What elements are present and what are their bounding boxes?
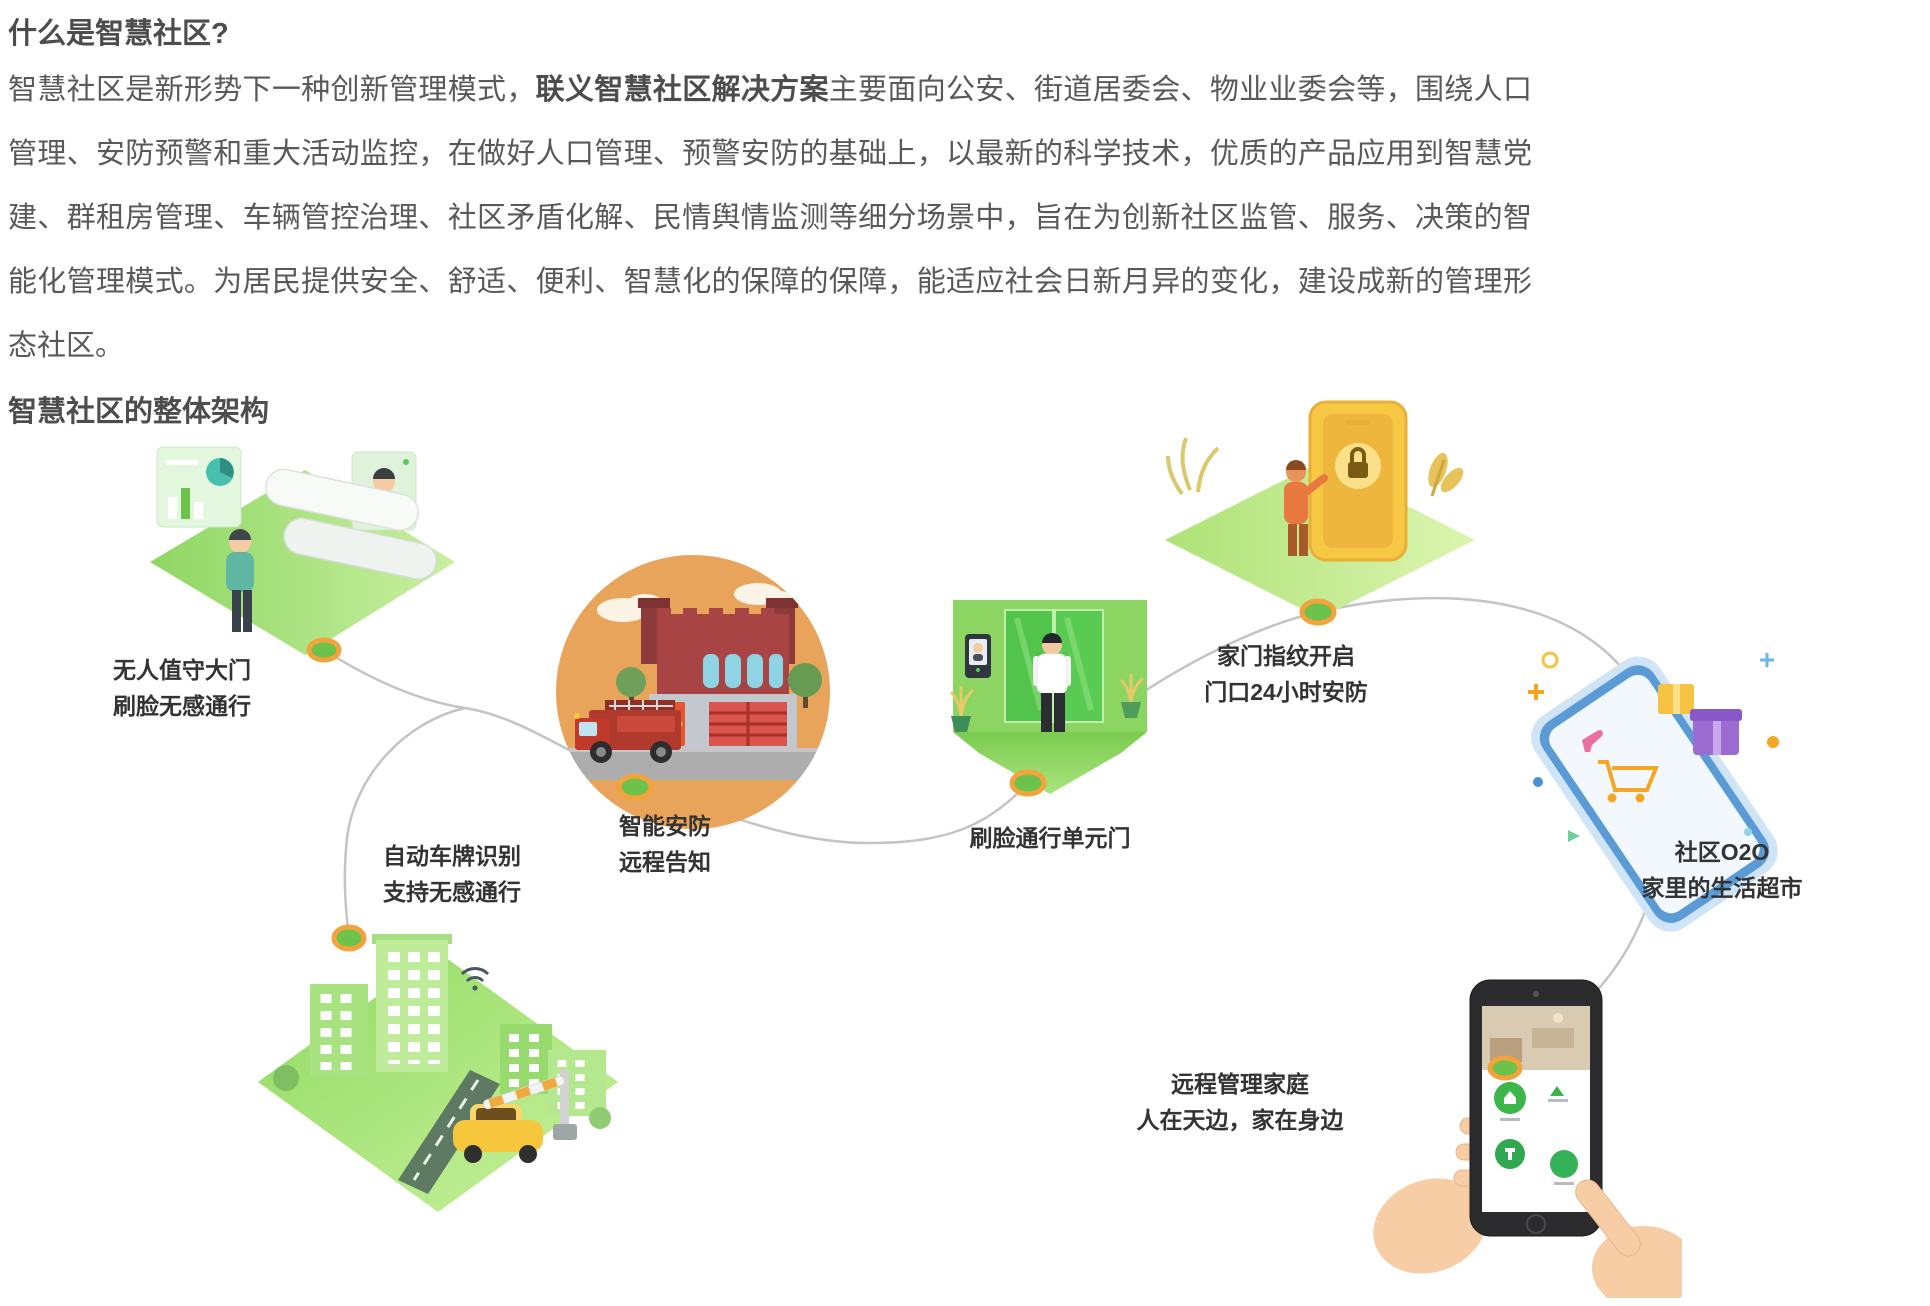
security-illustration — [553, 552, 833, 832]
gate-illustration — [140, 412, 460, 662]
label-line: 家里的生活超市 — [1641, 875, 1803, 901]
person-icon — [1284, 460, 1328, 556]
article-text-block: 什么是智慧社区? 智慧社区是新形势下一种创新管理模式，联义智慧社区解决方案主要面… — [8, 0, 1532, 430]
fingerprint-illustration — [1160, 400, 1480, 630]
parking-illustration — [248, 922, 628, 1222]
label-line: 远程告知 — [619, 849, 711, 875]
tree-icon — [273, 1065, 611, 1129]
leaf-icon — [1166, 437, 1464, 497]
isometric-platform — [953, 732, 1147, 794]
label-gate: 无人值守大门 刷脸无感通行 — [113, 652, 251, 724]
face-panel-icon — [965, 634, 991, 678]
fingerprint-lock-icon — [1308, 400, 1408, 562]
label-line: 家门指纹开启 — [1217, 643, 1355, 669]
car-icon — [453, 1104, 543, 1163]
label-line: 自动车牌识别 — [383, 843, 521, 869]
section-title-architecture: 智慧社区的整体架构 — [8, 396, 270, 428]
label-line: 人在天边，家在身边 — [1136, 1107, 1344, 1133]
label-line: 刷脸通行单元门 — [969, 825, 1131, 851]
label-line: 刷脸无感通行 — [113, 693, 251, 719]
turnstile-gate-icon — [264, 468, 438, 580]
label-o2o: 社区O2O 家里的生活超市 — [1642, 834, 1803, 906]
label-line: 社区O2O — [1674, 839, 1770, 865]
label-security: 智能安防 远程告知 — [619, 808, 711, 880]
label-parking: 自动车牌识别 支持无感通行 — [383, 838, 521, 910]
paragraph-text-start: 智慧社区是新形势下一种创新管理模式， — [8, 74, 536, 106]
label-unit-door: 刷脸通行单元门 — [970, 820, 1131, 856]
barrier-gate-icon — [483, 1070, 577, 1140]
label-line: 远程管理家庭 — [1171, 1071, 1309, 1097]
label-line: 无人值守大门 — [113, 657, 251, 683]
chart-card-icon — [156, 446, 242, 528]
person-icon — [226, 529, 254, 632]
paragraph-text-rest: 主要面向公安、街道居委会、物业业委会等，围绕人口管理、安防预警和重大活动监控，在… — [8, 74, 1532, 362]
solution-name-bold: 联义智慧社区解决方案 — [535, 74, 829, 106]
unit-door-illustration — [945, 598, 1155, 808]
page-title: 什么是智慧社区? — [8, 18, 229, 50]
intro-paragraph: 智慧社区是新形势下一种创新管理模式，联义智慧社区解决方案主要面向公安、街道居委会… — [8, 58, 1532, 378]
label-line: 智能安防 — [619, 813, 711, 839]
pointing-hand-icon — [1575, 1179, 1682, 1298]
remote-home-illustration — [1352, 968, 1682, 1298]
label-line: 门口24小时安防 — [1204, 679, 1368, 705]
label-fingerprint: 家门指纹开启 门口24小时安防 — [1204, 638, 1368, 710]
label-remote: 远程管理家庭 人在天边，家在身边 — [1137, 1066, 1344, 1138]
label-line: 支持无感通行 — [383, 879, 521, 905]
